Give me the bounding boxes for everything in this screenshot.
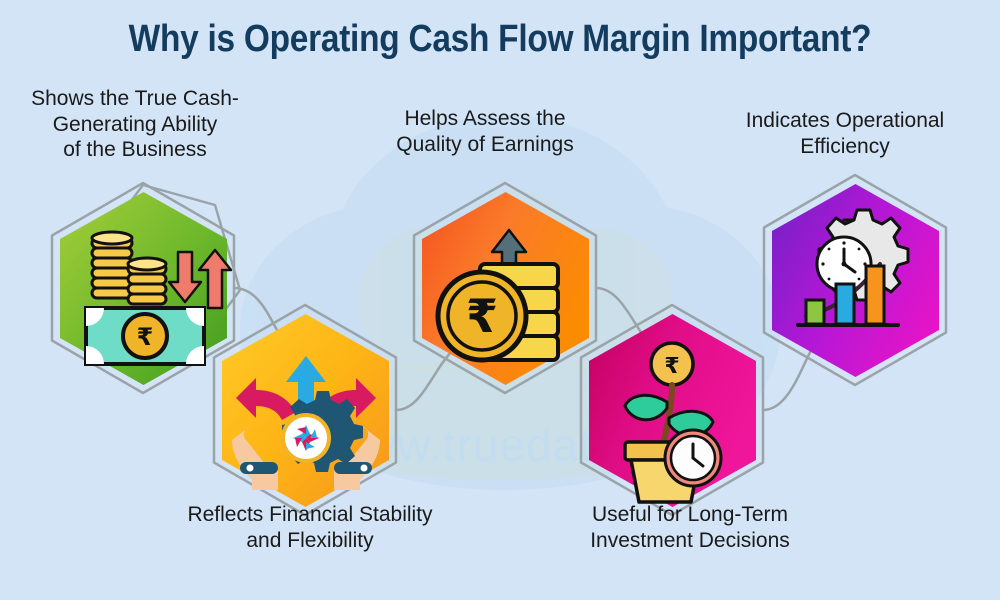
bar-chart-icon (796, 264, 900, 327)
caption-financial-stability-flexibility: Reflects Financial Stability and Flexibi… (187, 503, 433, 552)
up-arrow-icon (197, 248, 233, 310)
leaf-right-icon (667, 409, 715, 438)
gear-clock-icon (815, 208, 910, 302)
gear-clock-barchart-icon (796, 208, 910, 327)
left-arrow-icon (236, 378, 296, 420)
money-plant-clock-icon: ₹ (623, 341, 723, 504)
svg-text:₹: ₹ (137, 323, 154, 351)
up-arrow-icon (286, 356, 326, 436)
leaf-left-icon (623, 393, 669, 422)
gear-icon (281, 391, 363, 472)
node-operational-efficiency[interactable] (758, 178, 953, 384)
caption-true-cash-generating-ability: Shows the True Cash- Generating Ability … (31, 87, 239, 162)
clock-icon (663, 428, 723, 488)
banknote-icon: ₹ (84, 306, 206, 366)
rupee-coin-stack-uparrow-icon: ₹ (435, 228, 560, 363)
node-financial-stability-flexibility[interactable] (208, 308, 403, 514)
caption-operational-efficiency: Indicates Operational Efficiency (745, 109, 945, 158)
coins-banknote-arrows-icon: ₹ (84, 230, 233, 366)
node-true-cash-generating-ability[interactable]: ₹ (46, 186, 241, 392)
caption-long-term-investment-decisions: Useful for Long-Term Investment Decision… (590, 503, 790, 552)
svg-text:₹: ₹ (466, 289, 498, 343)
node-quality-of-earnings[interactable]: ₹ (408, 186, 603, 392)
node-long-term-investment-decisions[interactable]: ₹ (575, 308, 770, 514)
down-arrow-icon (167, 250, 203, 304)
caption-quality-of-earnings: Helps Assess the Quality of Earnings (396, 107, 574, 156)
svg-text:₹: ₹ (664, 354, 679, 379)
page-title: Why is Operating Cash Flow Margin Import… (128, 18, 872, 60)
gear-hands-arrows-icon (232, 356, 380, 490)
